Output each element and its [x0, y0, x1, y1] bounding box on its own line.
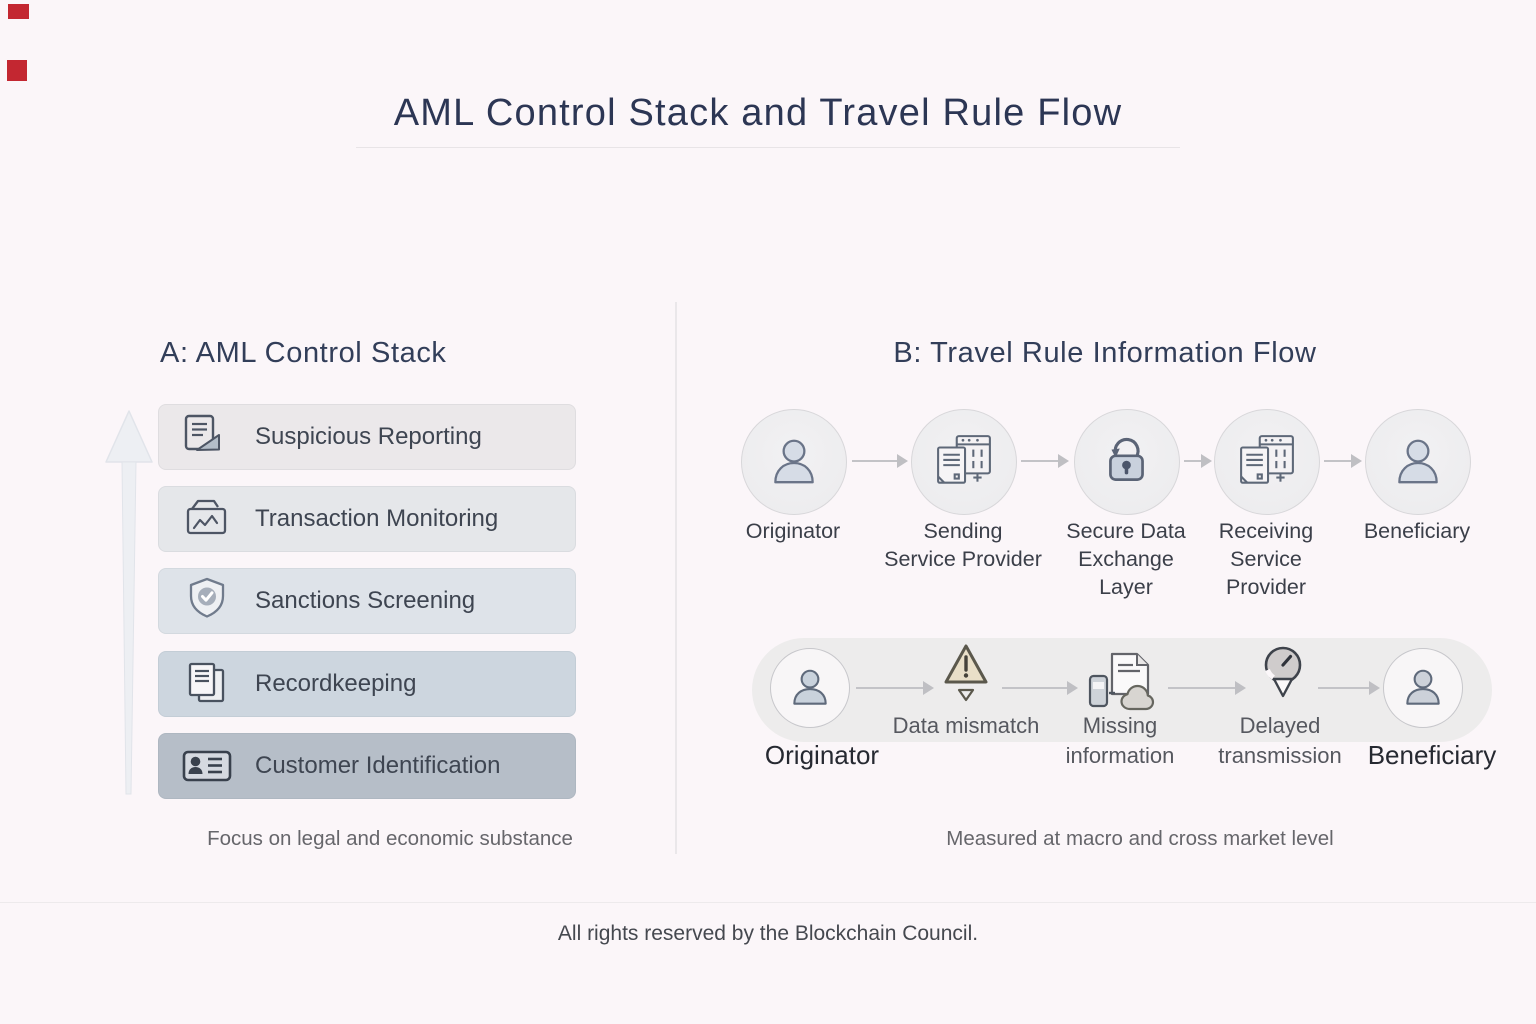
- flow-arrow-icon: [1324, 454, 1362, 468]
- document-cloud-icon: [1088, 652, 1155, 711]
- gauge-pin-icon: [1264, 646, 1302, 698]
- person-icon: [774, 439, 814, 484]
- flow-arrow-icon: [856, 681, 934, 695]
- warning-triangle-icon: [944, 644, 988, 702]
- folder-chart-icon: [181, 494, 233, 544]
- stack-item-transaction-monitoring: Transaction Monitoring: [158, 486, 576, 552]
- lock-icon: [1109, 437, 1144, 481]
- node-originator-issues: [770, 648, 850, 728]
- stack-item-customer-identification: Customer Identification: [158, 733, 576, 799]
- person-icon: [1406, 669, 1440, 705]
- id-card-icon: [181, 741, 233, 791]
- page-title: AML Control Stack and Travel Rule Flow: [393, 92, 1123, 134]
- panel-a-heading: A: AML Control Stack: [160, 337, 447, 369]
- person-icon: [1398, 439, 1438, 484]
- stack-item-label: Sanctions Screening: [255, 587, 476, 614]
- footer-divider: [0, 902, 1536, 903]
- person-icon: [793, 669, 827, 705]
- red-artifact-mark: [8, 4, 29, 19]
- red-artifact-mark: [7, 60, 27, 81]
- issue-label-data-mismatch: Data mismatch: [892, 713, 1040, 738]
- node-label-sending-provider: Sending Service Provider: [884, 519, 1042, 571]
- document-report-icon: [181, 412, 233, 462]
- node-sending-service-provider: [911, 409, 1017, 515]
- stack-item-label: Transaction Monitoring: [255, 505, 499, 532]
- section-divider: [675, 302, 677, 854]
- node-beneficiary-issues: [1383, 648, 1463, 728]
- flow-arrow-icon: [1184, 454, 1212, 468]
- shield-check-icon: [181, 576, 233, 626]
- documents-window-icon: [937, 435, 991, 484]
- node-label-receiving-provider: Receiving Service Provider: [1218, 519, 1314, 599]
- stacked-documents-icon: [181, 659, 233, 709]
- node-beneficiary: [1365, 409, 1471, 515]
- flow-arrow-icon: [1002, 681, 1078, 695]
- node-receiving-service-provider: [1214, 409, 1320, 515]
- flow-arrow-icon: [1168, 681, 1246, 695]
- footer-text: All rights reserved by the Blockchain Co…: [557, 922, 979, 945]
- title-divider: [356, 147, 1180, 148]
- documents-window-icon: [1240, 435, 1294, 484]
- panel-b-heading: B: Travel Rule Information Flow: [893, 337, 1317, 369]
- stack-item-label: Recordkeeping: [255, 670, 417, 697]
- node-originator: [741, 409, 847, 515]
- node-label-beneficiary: Beneficiary: [1363, 519, 1471, 543]
- stack-item-label: Suspicious Reporting: [255, 423, 482, 450]
- node-label-originator: Originator: [745, 519, 841, 543]
- issue-label-delayed-transmission: Delayed transmission: [1218, 713, 1342, 768]
- flow-arrow-icon: [1318, 681, 1380, 695]
- stack-item-sanctions-screening: Sanctions Screening: [158, 568, 576, 634]
- node-secure-data-exchange: [1074, 409, 1180, 515]
- stack-item-suspicious-reporting: Suspicious Reporting: [158, 404, 576, 470]
- issue-label-missing-information: Missing information: [1065, 713, 1175, 768]
- issues-label-beneficiary: Beneficiary: [1367, 740, 1497, 770]
- node-label-secure-data: Secure Data Exchange Layer: [1066, 519, 1186, 599]
- issues-label-originator: Originator: [764, 740, 880, 770]
- flow-arrow-icon: [1021, 454, 1069, 468]
- flow-arrow-icon: [852, 454, 908, 468]
- stack-item-label: Customer Identification: [255, 752, 501, 779]
- up-arrow-icon: [105, 410, 153, 795]
- panel-b-caption: Measured at macro and cross market level: [946, 827, 1334, 850]
- panel-a-caption: Focus on legal and economic substance: [207, 827, 573, 850]
- stack-item-recordkeeping: Recordkeeping: [158, 651, 576, 717]
